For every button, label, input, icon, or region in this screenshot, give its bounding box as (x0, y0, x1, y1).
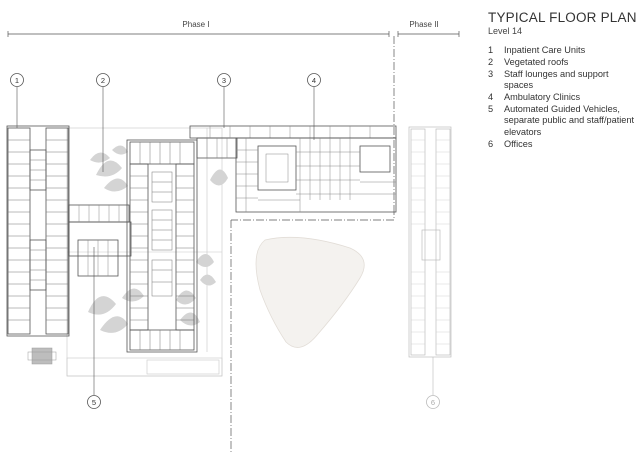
legend-item: 6 Offices (488, 139, 638, 150)
vegetated-roof-foliage (88, 145, 228, 333)
central-tower-room-grid (130, 142, 194, 350)
legend-item-number: 5 (488, 104, 494, 115)
legend-item-number: 4 (488, 92, 494, 103)
phase-1-label: Phase I (182, 20, 209, 29)
legend-item-text: Vegetated roofs (504, 56, 569, 67)
legend-item-number: 3 (488, 68, 494, 79)
legend-list: 1 Inpatient Care Units 2 Vegetated roofs 3… (488, 45, 638, 150)
marker-6-label: 6 (431, 398, 435, 407)
legend-item-text: Staff lounges and support spaces (504, 68, 609, 91)
phase-dimension-lines (7, 31, 460, 37)
marker-3: 3 (217, 73, 231, 87)
entry-canopy (27, 347, 57, 365)
legend-item: 5 Automated Guided Vehicles, separate pub… (488, 104, 638, 138)
phase-2-room-grid (411, 139, 450, 345)
marker-1-label: 1 (15, 76, 19, 85)
ambulatory-clinic-detail (236, 138, 396, 212)
legend-panel: TYPICAL FLOOR PLAN Level 14 1 Inpatient C… (488, 10, 638, 151)
legend-title: TYPICAL FLOOR PLAN (488, 10, 637, 25)
podium-outline (66, 127, 223, 377)
marker-4-label: 4 (312, 76, 316, 85)
marker-5: 5 (87, 395, 101, 409)
marker-2: 2 (96, 73, 110, 87)
legend-item-text: Inpatient Care Units (504, 45, 586, 55)
legend-item-text: Ambulatory Clinics (504, 92, 581, 103)
north-link-detail (78, 205, 120, 276)
rounded-triangle-roof (255, 236, 365, 348)
legend-item: 4 Ambulatory Clinics (488, 92, 638, 103)
central-tower-block (126, 139, 198, 353)
legend-item: 3 Staff lounges and support spaces (488, 69, 638, 92)
west-wing-block (6, 125, 70, 337)
marker-4: 4 (307, 73, 321, 87)
marker-2-label: 2 (101, 76, 105, 85)
marker-3-label: 3 (222, 76, 226, 85)
marker-1: 1 (10, 73, 24, 87)
staff-lounge-detail (206, 126, 371, 158)
ambulatory-clinic-block (235, 137, 397, 213)
marker-leader-lines (16, 87, 434, 395)
legend-item-text: Automated Guided Vehicles, separate publ… (504, 104, 635, 137)
marker-5-label: 5 (92, 398, 96, 407)
legend-item: 2 Vegetated roofs (488, 57, 638, 68)
marker-6: 6 (426, 395, 440, 409)
phase-2-building (408, 126, 452, 358)
west-wing-room-grid (8, 139, 68, 321)
phase-2-label: Phase II (409, 20, 438, 29)
phase-divider-line (230, 36, 395, 452)
legend-item-number: 1 (488, 45, 494, 55)
staff-lounge-link (189, 125, 397, 159)
legend-item-text: Offices (504, 138, 533, 149)
legend-subtitle: Level 14 (488, 26, 523, 36)
north-link-block (68, 204, 132, 277)
legend-item-number: 2 (488, 56, 494, 67)
legend-item: 1 Inpatient Care Units (488, 45, 638, 56)
legend-item-number: 6 (488, 138, 494, 149)
